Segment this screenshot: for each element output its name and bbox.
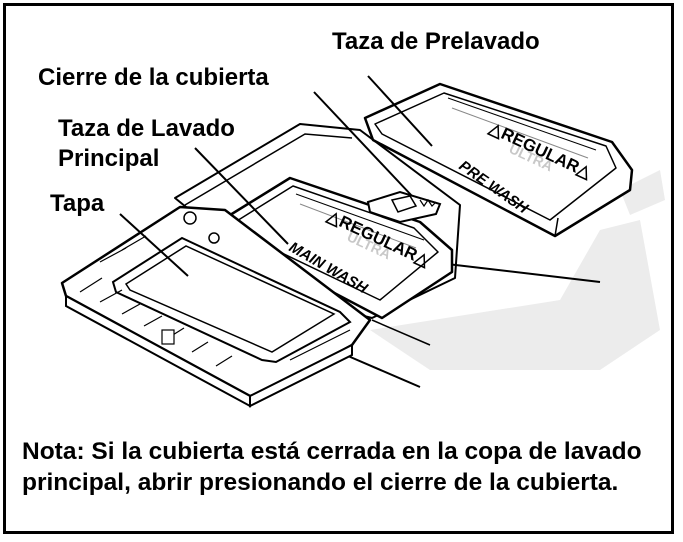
label-taza-lavado-line2: Principal	[58, 145, 160, 172]
lid	[60, 205, 372, 408]
prewash-cup	[363, 82, 634, 238]
leader-lavado	[194, 147, 289, 245]
prewash-shadow	[620, 170, 665, 215]
drawer-back-edge	[184, 133, 353, 206]
drawer-edge-line-2	[347, 355, 421, 388]
drawer-edge-line-3	[371, 319, 431, 346]
note-text: Nota: Si la cubierta está cerrada en la …	[22, 438, 642, 496]
leader-cierre	[313, 91, 413, 197]
leader-prelavado	[367, 75, 433, 147]
label-taza-lavado-line1: Taza de Lavado	[58, 115, 235, 142]
label-taza-prelavado: Taza de Prelavado	[332, 28, 540, 55]
drawer-edge-line-1	[429, 261, 601, 283]
drawer-shadow	[370, 220, 660, 370]
cover-latch	[366, 190, 442, 224]
leader-tapa	[119, 213, 189, 277]
label-tapa: Tapa	[50, 190, 105, 217]
label-cierre-cubierta: Cierre de la cubierta	[38, 64, 269, 91]
